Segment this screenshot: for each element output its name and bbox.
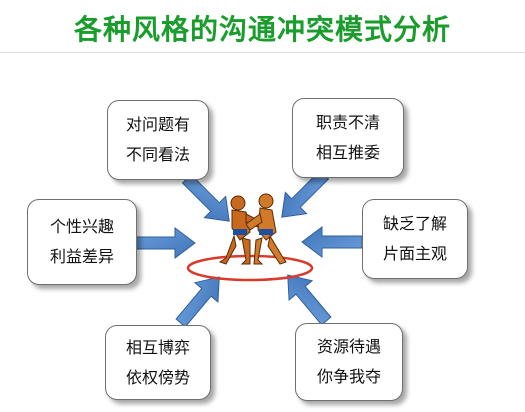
cause-text: 个性兴趣 <box>49 217 114 236</box>
cause-text: 依权傍势 <box>125 367 190 387</box>
arrow-icon <box>301 226 363 258</box>
cause-text: 职责不清 <box>315 113 380 132</box>
cause-text: 缺乏了解 <box>382 214 447 233</box>
arrow-icon <box>287 274 332 326</box>
cause-box-lack-understanding: 缺乏了解 片面主观 <box>362 199 468 279</box>
cause-box-unclear-duties: 职责不清 相互推委 <box>292 98 404 178</box>
cause-text: 你争我夺 <box>316 367 381 386</box>
cause-text: 片面主观 <box>382 244 447 263</box>
cause-text: 相互博弈 <box>125 337 190 357</box>
wrestlers-icon <box>186 193 314 282</box>
cause-box-resource-competition: 资源待遇 你争我夺 <box>295 323 403 401</box>
arrow-icon <box>175 276 220 328</box>
page-title: 各种风格的沟通冲突模式分析 <box>73 13 451 46</box>
arrow-icon <box>134 227 196 259</box>
cause-text: 不同看法 <box>125 145 190 164</box>
cause-box-different-views: 对问题有 不同看法 <box>107 100 209 180</box>
cause-text: 资源待遇 <box>316 337 381 356</box>
arrow-icon <box>181 173 230 222</box>
cause-box-power-game: 相互博弈 依权傍势 <box>105 325 211 400</box>
cause-text: 对问题有 <box>125 115 190 134</box>
cause-text: 利益差异 <box>49 247 114 266</box>
title-divider <box>0 52 525 53</box>
cause-box-personality-interest: 个性兴趣 利益差异 <box>27 199 137 285</box>
cause-text: 相互推委 <box>315 143 380 162</box>
